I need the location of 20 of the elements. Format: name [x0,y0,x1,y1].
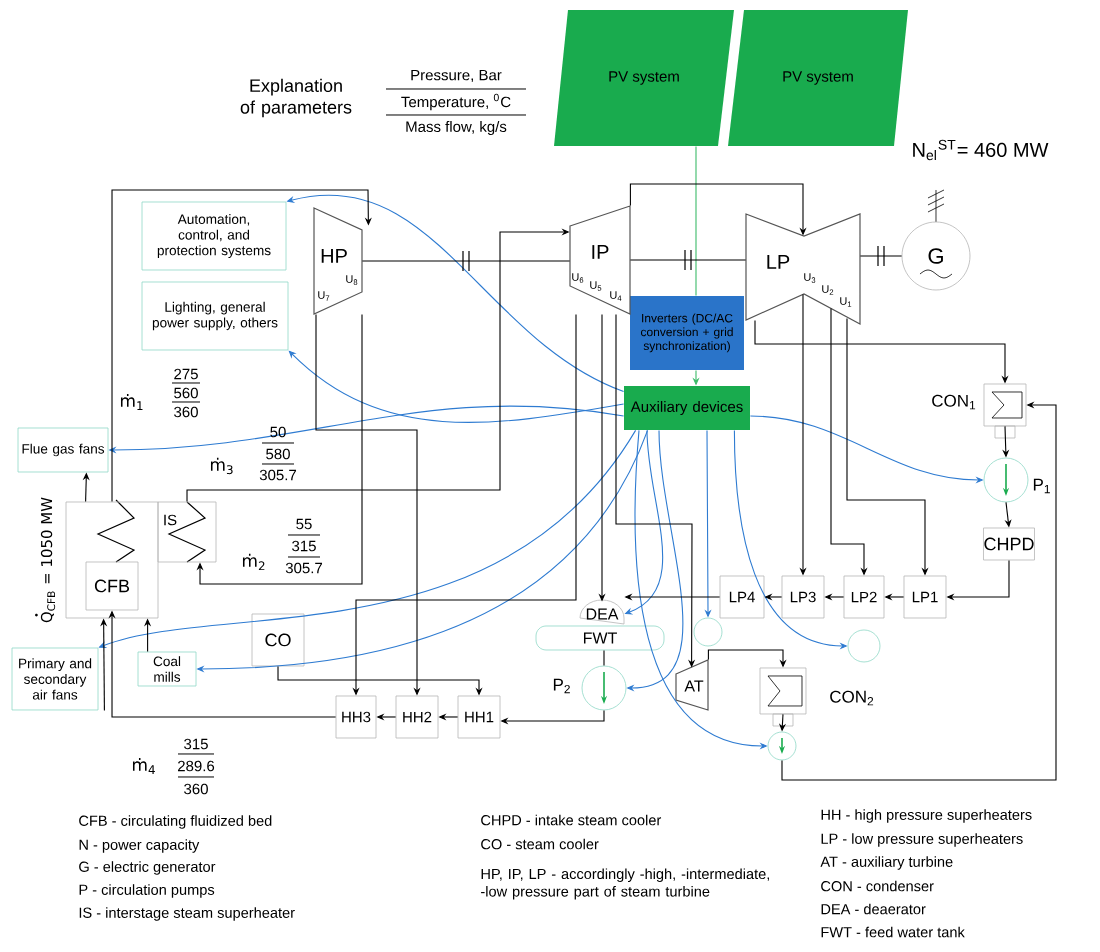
flow-label: ṁ$_{4}$ [133,757,155,774]
component-box: CFB [85,561,139,611]
flow-label: ṁ$_{3}$ [211,457,233,475]
arrow [111,189,372,503]
pump-symbol [693,617,723,647]
power-label: N$_{el}$$^{ST}$= 460 MW [913,139,1049,161]
flow-label: ṁ$_{1}$ [121,393,143,411]
arrow [196,313,363,585]
pump-symbol [767,731,797,761]
shaft-coupling [859,245,903,267]
arrow [288,350,625,423]
deaerator-dome: DEA [579,599,625,625]
pump-symbol [847,629,881,663]
component-box: CO [251,613,305,667]
heading-text: Explanation of parameters [240,78,352,118]
shaft-coupling [361,250,571,272]
boiler-box [65,499,159,619]
component-box: CHPD [983,527,1035,561]
shaft-coupling [629,249,747,271]
flow-label: ṁ$_{2}$ [243,553,265,571]
